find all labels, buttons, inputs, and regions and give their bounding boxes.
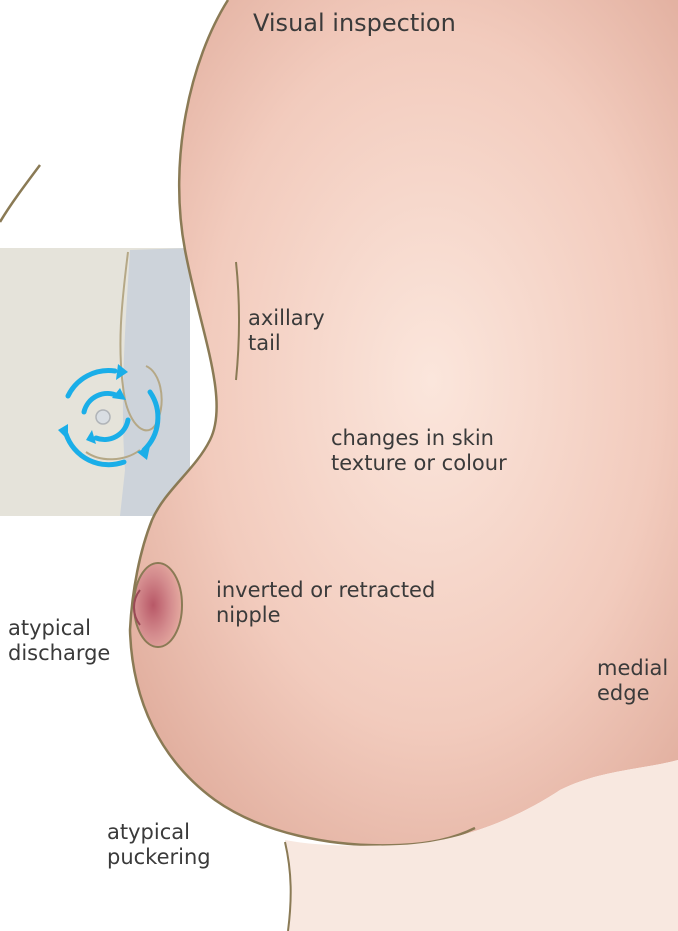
label-axillary-tail-line1: axillary — [248, 306, 325, 331]
label-discharge: atypical discharge — [8, 616, 110, 666]
label-nipple-line2: nipple — [216, 603, 435, 628]
label-puckering-line1: atypical — [107, 820, 211, 845]
breast-shape — [130, 0, 678, 845]
label-skin-changes: changes in skin texture or colour — [331, 426, 507, 476]
label-discharge-line1: atypical — [8, 616, 110, 641]
label-puckering: atypical puckering — [107, 820, 211, 870]
label-nipple: inverted or retracted nipple — [216, 578, 435, 628]
label-skin-changes-line1: changes in skin — [331, 426, 507, 451]
label-skin-changes-line2: texture or colour — [331, 451, 507, 476]
inset-nipple — [96, 410, 110, 424]
label-discharge-line2: discharge — [8, 641, 110, 666]
label-nipple-line1: inverted or retracted — [216, 578, 435, 603]
nipple — [134, 563, 182, 647]
label-medial-edge-line2: edge — [597, 681, 668, 706]
diagram-title: Visual inspection — [253, 11, 456, 36]
label-medial-edge-line1: medial — [597, 656, 668, 681]
inset-breast-shadow — [120, 248, 190, 516]
label-axillary-tail-line2: tail — [248, 331, 325, 356]
label-axillary-tail: axillary tail — [248, 306, 325, 356]
arm-line — [0, 165, 40, 222]
label-medial-edge: medial edge — [597, 656, 668, 706]
label-puckering-line2: puckering — [107, 845, 211, 870]
